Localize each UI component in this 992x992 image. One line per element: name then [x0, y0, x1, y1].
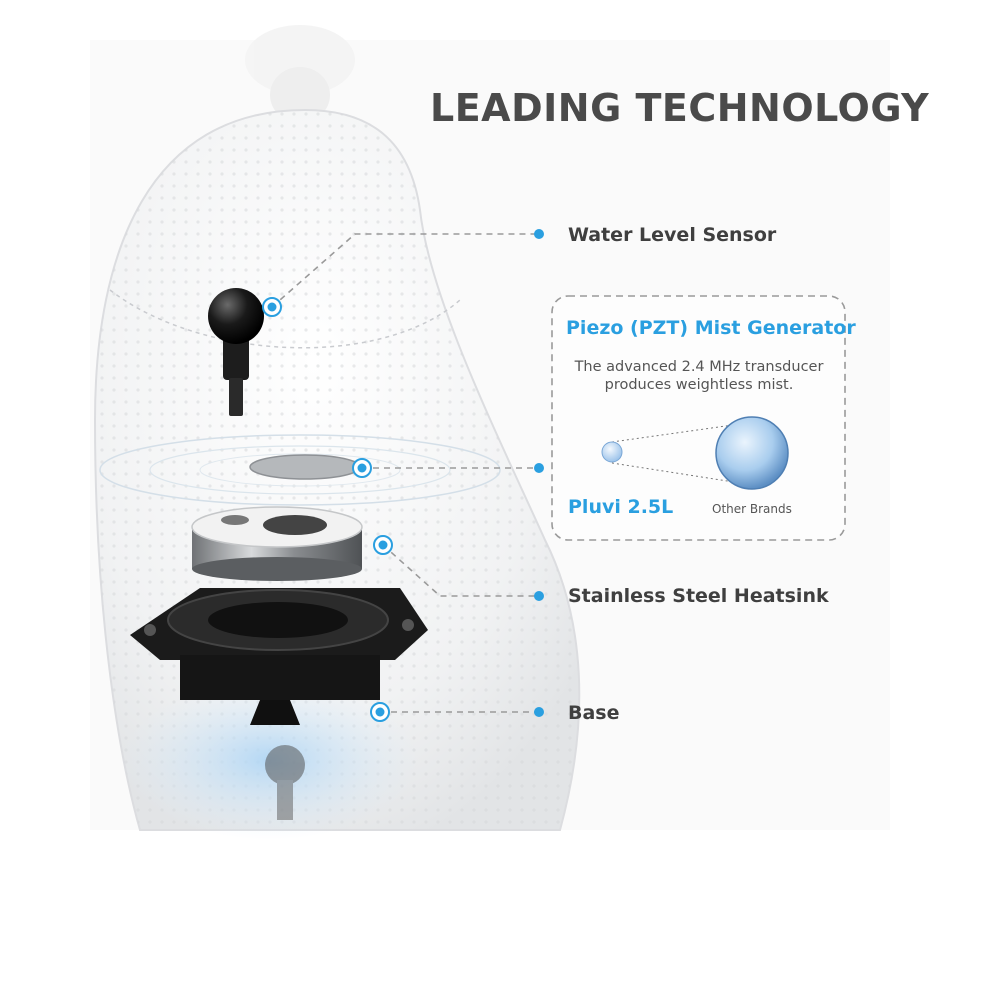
water-surface [99, 434, 501, 506]
connector-lines [271, 233, 536, 713]
large-droplet [715, 416, 789, 490]
page-title: LEADING TECHNOLOGY [430, 86, 930, 130]
label-base: Base [568, 702, 620, 724]
label-other-brands: Other Brands [712, 502, 792, 516]
label-dots [534, 229, 544, 717]
tank-outline [109, 289, 461, 349]
callout-description: The advanced 2.4 MHz transducer produces… [574, 359, 824, 393]
water-level-sensor-part [208, 288, 264, 416]
lower-reflection [265, 745, 305, 820]
heatsink-part [191, 506, 363, 581]
piezo-disc-part [249, 454, 361, 480]
part-markers [262, 297, 393, 722]
base-part [130, 588, 428, 725]
label-pluvi: Pluvi 2.5L [568, 496, 674, 518]
mist-comparison-graphic [601, 416, 789, 490]
mist-plume [245, 25, 355, 123]
label-water-level-sensor: Water Level Sensor [568, 224, 777, 246]
label-stainless-steel-heatsink: Stainless Steel Heatsink [568, 585, 829, 607]
callout-title: Piezo (PZT) Mist Generator [566, 317, 856, 339]
small-droplet [601, 441, 623, 463]
